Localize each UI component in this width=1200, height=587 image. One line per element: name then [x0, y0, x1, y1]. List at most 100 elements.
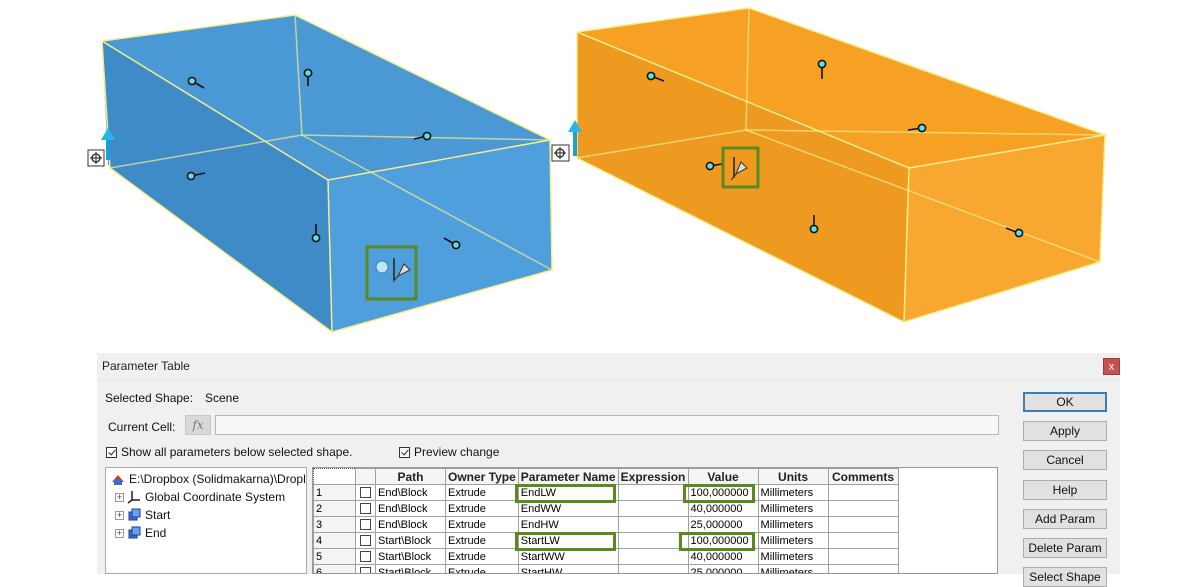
cell-path[interactable]: Start\Block [375, 548, 446, 565]
cell-units[interactable]: Millimeters [757, 484, 829, 501]
close-button[interactable]: x [1103, 358, 1120, 375]
row-checkbox[interactable] [355, 484, 376, 501]
table-row[interactable]: 5 Start\Block Extrude StartWW 40,000000 … [313, 548, 899, 565]
tree-item-end[interactable]: + End [115, 526, 166, 540]
cell-parameter-name[interactable]: StartHW [517, 564, 619, 573]
cell-units[interactable]: Millimeters [757, 548, 829, 565]
cell-expression[interactable] [617, 564, 689, 573]
cell-parameter-name[interactable]: EndHW [517, 516, 619, 533]
tree-root[interactable]: E:\Dropbox (Solidmakarna)\Dropl [111, 472, 306, 486]
preview-checkbox[interactable]: Preview change [399, 445, 499, 459]
delete-param-button[interactable]: Delete Param [1023, 538, 1107, 558]
tree-item-global-coordinate-system[interactable]: + Global Coordinate System [115, 490, 285, 504]
cell-comments[interactable] [827, 532, 899, 549]
expand-icon[interactable]: + [115, 527, 124, 538]
parameter-grid[interactable]: Path Owner Type Parameter Name Expressio… [312, 467, 998, 574]
row-checkbox[interactable] [355, 532, 376, 549]
checkbox-column-header[interactable] [355, 468, 376, 485]
cell-comments[interactable] [827, 548, 899, 565]
cell-units[interactable]: Millimeters [757, 564, 829, 573]
table-row[interactable]: 1 End\Block Extrude EndLW 100,000000 Mil… [313, 484, 899, 501]
orange-handles[interactable] [646, 59, 1024, 238]
axes-icon [127, 491, 140, 504]
column-header-expression[interactable]: Expression [617, 468, 689, 485]
expand-icon[interactable]: + [115, 509, 124, 520]
cell-expression[interactable] [617, 532, 689, 549]
help-button[interactable]: Help [1023, 480, 1107, 500]
row-checkbox[interactable] [355, 564, 376, 573]
shape-tree[interactable]: E:\Dropbox (Solidmakarna)\Dropl + Global… [105, 467, 307, 574]
row-number[interactable]: 6 [313, 564, 356, 573]
current-cell-input[interactable] [215, 415, 999, 435]
cell-comments[interactable] [827, 564, 899, 573]
table-row[interactable]: 4 Start\Block Extrude StartLW 100,000000… [313, 532, 899, 549]
row-number[interactable]: 4 [313, 532, 356, 549]
up-arrow-icon[interactable] [568, 120, 582, 156]
tree-item-start[interactable]: + Start [115, 508, 170, 522]
cell-owner-type[interactable]: Extrude [445, 532, 519, 549]
cell-path[interactable]: End\Block [375, 500, 446, 517]
cell-owner-type[interactable]: Extrude [445, 516, 519, 533]
column-header-comments[interactable]: Comments [827, 468, 899, 485]
parameter-table-panel: Parameter Table x Selected Shape: Scene … [97, 353, 1120, 587]
row-number[interactable]: 3 [313, 516, 356, 533]
row-checkbox[interactable] [355, 516, 376, 533]
row-checkbox[interactable] [355, 548, 376, 565]
up-arrow-icon[interactable] [101, 128, 115, 160]
target-icon[interactable] [87, 149, 105, 167]
cell-comments[interactable] [827, 516, 899, 533]
cell-value[interactable]: 25,000000 [687, 564, 759, 573]
show-all-checkbox[interactable]: Show all parameters below selected shape… [106, 445, 352, 459]
tree-root-label: E:\Dropbox (Solidmakarna)\Dropl [129, 472, 306, 486]
cell-path[interactable]: Start\Block [375, 564, 446, 573]
add-param-button[interactable]: Add Param [1023, 509, 1107, 529]
scene-icon [112, 475, 124, 485]
apply-button[interactable]: Apply [1023, 421, 1107, 441]
cell-expression[interactable] [617, 516, 689, 533]
orange-block-shape[interactable] [576, 7, 1108, 323]
table-row[interactable]: 6 Start\Block Extrude StartHW 25,000000 … [313, 564, 899, 573]
cell-owner-type[interactable]: Extrude [445, 484, 519, 501]
sphere-pin-icon[interactable] [365, 245, 418, 301]
3d-viewport[interactable] [0, 0, 1200, 345]
cell-units[interactable]: Millimeters [757, 516, 829, 533]
cell-expression[interactable] [617, 500, 689, 517]
pin-icon[interactable] [721, 146, 760, 189]
row-number[interactable]: 2 [313, 500, 356, 517]
blue-handles[interactable] [186, 68, 461, 250]
cell-comments[interactable] [827, 500, 899, 517]
cell-path[interactable]: Start\Block [375, 532, 446, 549]
target-icon[interactable] [551, 144, 570, 162]
select-shape-button[interactable]: Select Shape [1023, 567, 1107, 587]
ok-button[interactable]: OK [1023, 392, 1107, 412]
column-header-value[interactable]: Value [687, 468, 759, 485]
row-number[interactable]: 1 [313, 484, 356, 501]
tree-item-label: Global Coordinate System [145, 490, 286, 504]
table-row[interactable]: 3 End\Block Extrude EndHW 25,000000 Mill… [313, 516, 899, 533]
highlight-endlw-value [683, 484, 755, 503]
cell-expression[interactable] [617, 484, 689, 501]
scene-canvas[interactable] [0, 0, 1200, 345]
cell-units[interactable]: Millimeters [757, 500, 829, 517]
fx-button[interactable]: fx [185, 415, 211, 435]
cell-owner-type[interactable]: Extrude [445, 500, 519, 517]
column-header-units[interactable]: Units [757, 468, 829, 485]
grid-corner[interactable] [313, 468, 356, 485]
cell-owner-type[interactable]: Extrude [445, 548, 519, 565]
cell-comments[interactable] [827, 484, 899, 501]
cell-value[interactable]: 25,000000 [687, 516, 759, 533]
parameter-table[interactable]: Path Owner Type Parameter Name Expressio… [313, 468, 899, 573]
column-header-owner-type[interactable]: Owner Type [445, 468, 519, 485]
cell-path[interactable]: End\Block [375, 516, 446, 533]
cell-owner-type[interactable]: Extrude [445, 564, 519, 573]
cancel-button[interactable]: Cancel [1023, 450, 1107, 470]
cell-path[interactable]: End\Block [375, 484, 446, 501]
cell-expression[interactable] [617, 548, 689, 565]
row-number[interactable]: 5 [313, 548, 356, 565]
cell-units[interactable]: Millimeters [757, 532, 829, 549]
row-checkbox[interactable] [355, 500, 376, 517]
column-header-parameter-name[interactable]: Parameter Name [517, 468, 619, 485]
expand-icon[interactable]: + [115, 491, 124, 502]
column-header-path[interactable]: Path [375, 468, 446, 485]
blue-block-shape[interactable] [101, 14, 553, 333]
